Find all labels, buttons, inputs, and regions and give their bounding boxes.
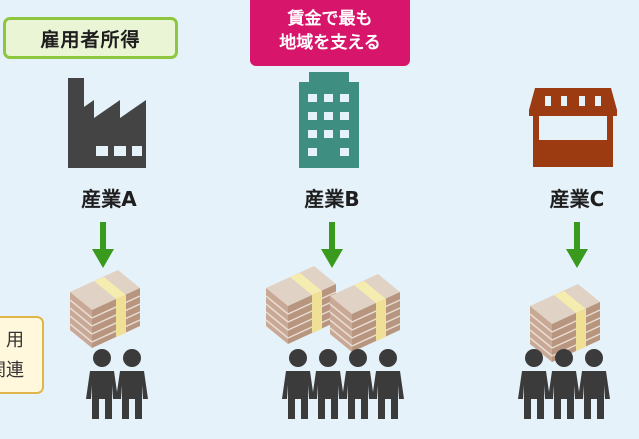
highlight-badge: 賃金で最も 地域を支える: [250, 0, 410, 66]
side-note-line1: 用: [6, 330, 24, 351]
arrow-down-icon: [566, 222, 588, 268]
person-icon: [518, 349, 550, 419]
person-icon: [116, 349, 148, 419]
arrow-down-icon: [92, 222, 114, 268]
arrow-down-icon: [321, 222, 343, 268]
person-icon: [372, 349, 404, 419]
employee-income-label: 雇用者所得: [3, 17, 178, 59]
industry-b-label: 産業B: [304, 187, 359, 211]
highlight-badge-line2: 地域を支える: [279, 33, 381, 53]
office-building-icon: [299, 72, 359, 168]
person-icon: [342, 349, 374, 419]
person-icon: [312, 349, 344, 419]
person-icon: [578, 349, 610, 419]
money-stack-icon: [329, 273, 401, 353]
factory-icon: [68, 78, 146, 168]
highlight-badge-line1: 賃金で最も: [287, 9, 373, 29]
person-icon: [86, 349, 118, 419]
side-note-line2: 関連: [0, 360, 24, 381]
side-note-box: 用 関連: [0, 316, 44, 394]
money-stack-icon: [265, 265, 337, 345]
shop-icon: [529, 88, 617, 167]
industry-c-label: 産業C: [550, 187, 605, 211]
person-icon: [282, 349, 314, 419]
industry-a-label: 産業A: [81, 187, 137, 211]
money-stack-icon: [69, 269, 141, 349]
